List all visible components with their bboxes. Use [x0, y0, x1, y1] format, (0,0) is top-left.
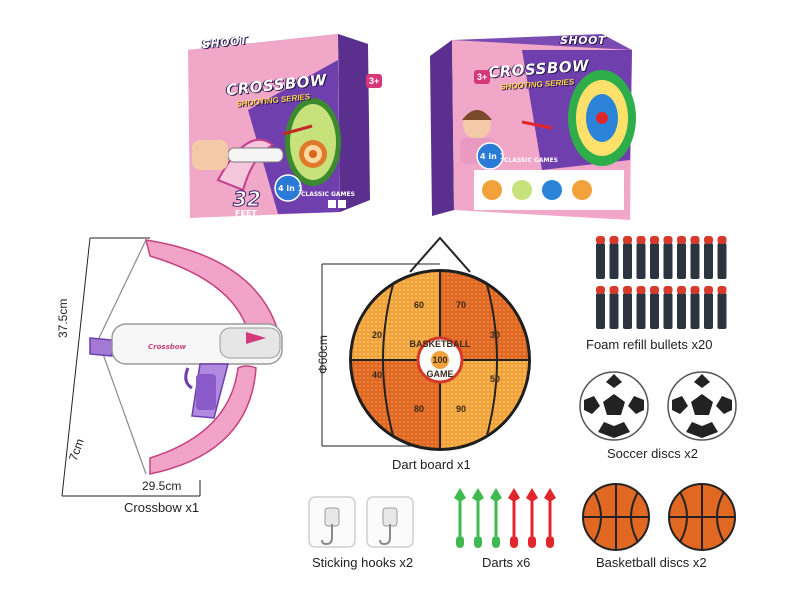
- crossbow-diagram: Crossbow: [61, 237, 283, 497]
- foam-bullet: [663, 236, 673, 279]
- soccer-caption: Soccer discs x2: [607, 446, 699, 461]
- dart: [526, 488, 538, 548]
- foam-bullet: [650, 236, 659, 279]
- games-badge-sub: CLASSIC GAMES: [301, 191, 355, 198]
- basketball-caption: Basketball discs x2: [596, 555, 707, 570]
- dartboard-diameter-label: Φ60cm: [316, 335, 330, 374]
- dart: [490, 488, 502, 548]
- darts-group: [454, 488, 556, 548]
- score-80: 80: [414, 404, 424, 414]
- score-50: 50: [490, 374, 500, 384]
- product-box-left: 32 FEET 4 in 1 CLASSIC GAMES SHOOT CROSS…: [178, 30, 383, 218]
- foam-bullet: [690, 236, 700, 279]
- hook-1: [308, 496, 356, 548]
- games-badge-sub-right: CLASSIC GAMES: [504, 157, 558, 164]
- dart: [472, 488, 484, 548]
- foam-bullet: [623, 236, 632, 279]
- dartboard-center-value: 100: [432, 355, 447, 365]
- foam-bullet: [717, 286, 727, 329]
- foam-bullet: [623, 286, 632, 329]
- box-left-illustration: 32 FEET 4 in 1 CLASSIC GAMES: [188, 34, 370, 218]
- hook-2: [366, 496, 414, 548]
- age-badge-right: 3+: [474, 70, 491, 84]
- foam-bullet: [704, 286, 713, 329]
- basketball-disc-2: [668, 483, 736, 551]
- bullets-caption: Foam refill bullets x20: [586, 337, 713, 352]
- hooks-caption: Sticking hooks x2: [312, 555, 414, 570]
- sticking-hooks: [308, 496, 414, 548]
- score-20: 20: [372, 330, 382, 340]
- foam-bullet: [717, 236, 727, 279]
- product-box-right: 4 in 1 CLASSIC GAMES SHOOT CROSSBOW SHOO…: [422, 30, 640, 220]
- basketball-disc-1: [582, 483, 650, 551]
- foam-bullet: [650, 286, 659, 329]
- dart: [544, 488, 556, 548]
- basketball-discs: [582, 483, 736, 551]
- foam-bullet: [636, 286, 646, 329]
- score-90: 90: [456, 404, 466, 414]
- crossbow-width-label: 29.5cm: [142, 479, 182, 493]
- crossbow-brand: Crossbow: [148, 343, 187, 351]
- soccer-discs: [579, 371, 737, 441]
- crossbow-height-label: 37.5cm: [56, 298, 70, 338]
- foam-bullet: [677, 236, 686, 279]
- foam-bullet: [609, 286, 619, 329]
- soccer-disc-2: [667, 371, 737, 441]
- foam-bullet: [690, 286, 700, 329]
- foam-bullet: [677, 286, 686, 329]
- dart: [454, 488, 466, 548]
- dartboard: BASKETBALL 100 GAME 60 70 20 30 40 50 80…: [321, 236, 531, 451]
- foam-bullet: [704, 236, 713, 279]
- dartboard-center-bottom: GAME: [427, 369, 454, 379]
- darts-caption: Darts x6: [482, 555, 531, 570]
- score-70: 70: [456, 300, 466, 310]
- foam-bullet: [663, 286, 673, 329]
- games-badge-main: 4 in 1: [278, 184, 304, 193]
- foam-bullet: [609, 236, 619, 279]
- soccer-disc-1: [579, 371, 649, 441]
- box-brand-right: SHOOT: [560, 34, 606, 47]
- crossbow-caption: Crossbow x1: [124, 500, 200, 515]
- age-badge: 3+: [366, 74, 383, 88]
- games-badge-main-right: 4 in 1: [480, 152, 506, 161]
- score-60: 60: [414, 300, 424, 310]
- foam-bullets-group: [596, 236, 727, 329]
- box-right-illustration: 4 in 1 CLASSIC GAMES: [430, 34, 636, 220]
- distance-value: 32: [233, 187, 261, 211]
- dart: [508, 488, 520, 548]
- distance-unit: FEET: [235, 209, 257, 218]
- score-40: 40: [372, 370, 382, 380]
- foam-bullet: [636, 236, 646, 279]
- dartboard-center-top: BASKETBALL: [410, 339, 471, 349]
- score-30: 30: [490, 330, 500, 340]
- foam-bullet: [596, 236, 605, 279]
- dartboard-caption: Dart board x1: [392, 457, 471, 472]
- foam-bullet: [596, 286, 605, 329]
